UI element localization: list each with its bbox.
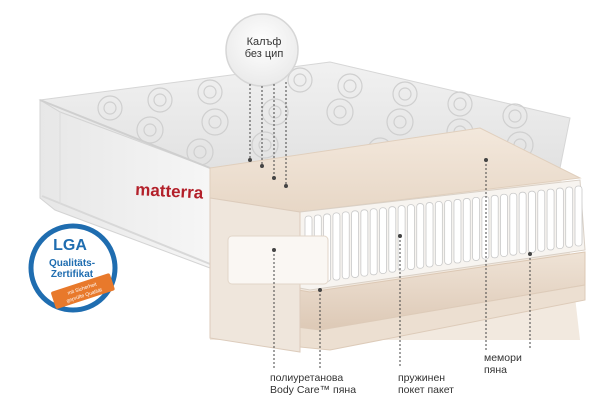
pocket-spring xyxy=(472,196,480,261)
pocket-spring xyxy=(369,208,378,276)
pocket-spring xyxy=(388,206,397,273)
pocket-spring xyxy=(360,209,369,277)
label-memory-foam: мемори пяна xyxy=(484,352,522,376)
pocket-spring xyxy=(416,203,425,269)
pocket-spring xyxy=(574,185,583,247)
top-foam-layer xyxy=(209,127,582,213)
pocket-spring xyxy=(453,199,462,264)
label-polyurethane-foam: полиуретанова Body Care™ пяна xyxy=(270,372,356,396)
pocket-spring xyxy=(462,198,471,263)
label-memory-line2: пяна xyxy=(484,364,508,376)
label-pu-line1: полиуретанова xyxy=(270,372,344,384)
label-cover-line1: Калъф xyxy=(246,36,282,48)
label-pocket-line2: покет пакет xyxy=(398,384,454,396)
label-cover: Калъф без цип xyxy=(238,36,290,60)
badge-logo-text: LGA xyxy=(53,237,87,254)
dot-marker-icon xyxy=(248,158,532,292)
label-pu-line2: Body Care™ пяна xyxy=(270,384,357,396)
pocket-spring xyxy=(555,187,564,250)
badge-title-1: Qualitäts- xyxy=(49,258,95,269)
leader-lines xyxy=(249,82,531,368)
pocket-spring xyxy=(546,188,555,251)
pocket-spring xyxy=(518,191,527,255)
label-memory-line1: мемори xyxy=(484,352,522,364)
cross-section xyxy=(209,127,586,353)
label-pocket-springs: пружинен покет пакет xyxy=(398,372,454,396)
badge-title-2: Zertifikat xyxy=(51,269,94,280)
pocket-spring xyxy=(379,207,387,274)
pocket-spring xyxy=(434,201,443,267)
pocket-spring xyxy=(481,195,490,260)
label-pocket-line1: пружинен xyxy=(398,372,446,384)
pocket-spring xyxy=(351,210,359,278)
pocket-spring xyxy=(332,212,341,281)
quality-certificate-badge: LGA Qualitäts- Zertifikat mit Sicherheit… xyxy=(28,223,118,313)
pocket-spring xyxy=(407,204,415,270)
badge-ribbon xyxy=(51,273,115,309)
pocket-spring xyxy=(565,186,574,248)
pocket-spring xyxy=(537,189,546,252)
pocket-spring xyxy=(500,193,508,257)
pocket-spring xyxy=(490,194,499,259)
pocket-spring xyxy=(397,205,406,272)
brand-logo-text: matterra xyxy=(135,180,204,203)
pocket-spring xyxy=(509,192,518,256)
pocket-spring xyxy=(425,202,434,268)
pocket-spring xyxy=(528,190,536,253)
pocket-spring xyxy=(341,211,350,280)
brand-logo: matterra xyxy=(135,180,204,203)
label-cover-line2: без цип xyxy=(244,48,284,60)
pocket-spring xyxy=(444,200,453,265)
